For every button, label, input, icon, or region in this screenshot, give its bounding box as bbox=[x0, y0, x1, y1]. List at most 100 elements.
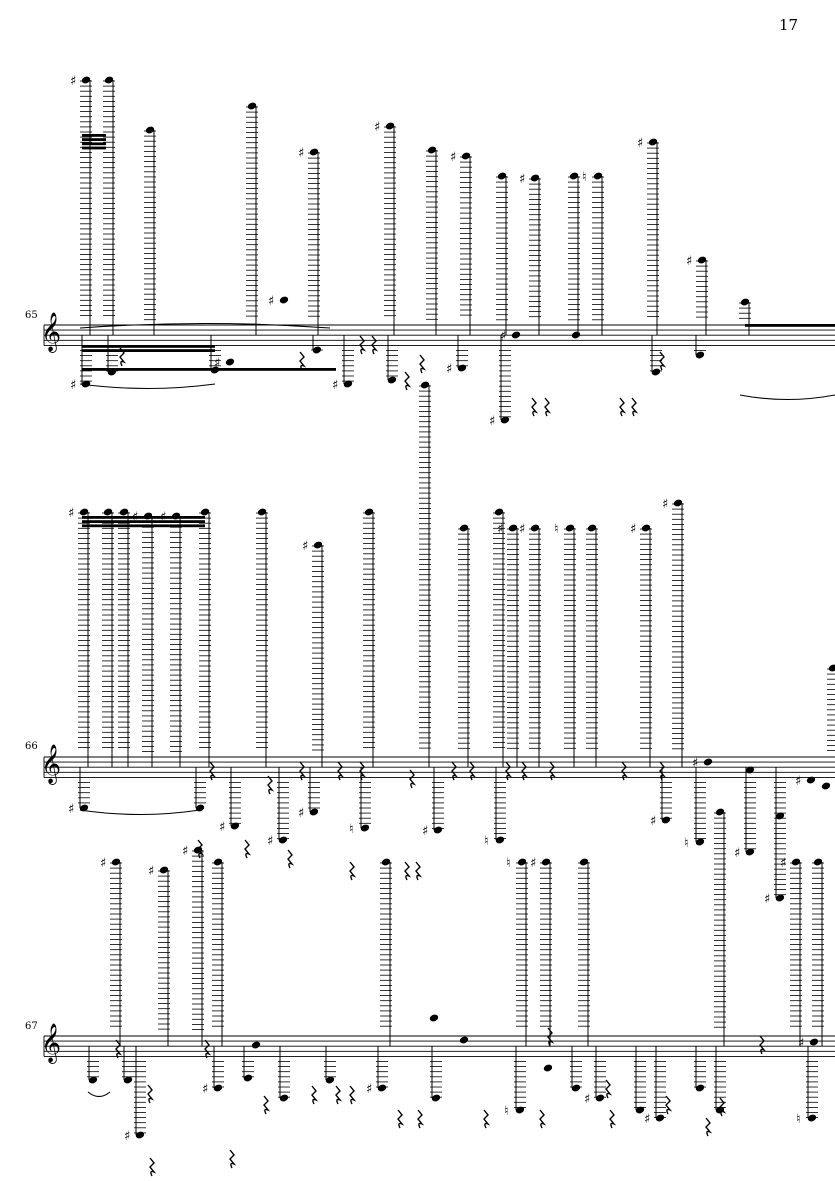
sharp-icon: ♯ bbox=[650, 814, 656, 829]
rest-icon bbox=[469, 761, 477, 781]
rest-icon bbox=[451, 761, 459, 781]
notehead bbox=[695, 1084, 705, 1092]
sharp-icon: ♯ bbox=[70, 378, 76, 393]
beam bbox=[82, 349, 215, 352]
staves bbox=[43, 324, 835, 1057]
notehead bbox=[745, 848, 755, 856]
ties bbox=[79, 322, 835, 1098]
notehead bbox=[494, 508, 504, 516]
sharp-icon: ♯ bbox=[268, 294, 274, 309]
rest-icon bbox=[619, 397, 627, 417]
sharp-icon: ♯ bbox=[500, 329, 506, 344]
notehead bbox=[145, 126, 155, 134]
rest-icon bbox=[544, 397, 552, 417]
sharp-icon: ♯ bbox=[519, 522, 525, 537]
noteheads bbox=[79, 76, 835, 1139]
sharp-icon: ♯ bbox=[692, 756, 698, 771]
notehead bbox=[135, 1131, 145, 1139]
rest-icon bbox=[197, 839, 205, 859]
notehead bbox=[715, 808, 725, 816]
notehead bbox=[195, 804, 205, 812]
rest-icon bbox=[419, 354, 427, 374]
notehead bbox=[571, 331, 581, 339]
sharp-icon: ♯ bbox=[795, 774, 801, 789]
natural-icon: ♮ bbox=[484, 834, 489, 849]
treble-clef-icon: 𝄞 bbox=[41, 1023, 61, 1064]
rest-icon bbox=[397, 1109, 405, 1129]
notehead bbox=[791, 858, 801, 866]
rests bbox=[115, 335, 767, 1177]
sharp-icon: ♯ bbox=[202, 1082, 208, 1097]
notehead bbox=[247, 102, 257, 110]
rest-icon bbox=[371, 335, 379, 355]
notehead bbox=[279, 1094, 289, 1102]
sharp-icon: ♯ bbox=[530, 856, 536, 871]
notehead bbox=[79, 508, 89, 516]
sharp-icon: ♯ bbox=[374, 120, 380, 135]
rest-icon bbox=[549, 761, 557, 781]
notehead bbox=[309, 148, 319, 156]
treble-clef-icon: 𝄞 bbox=[41, 312, 61, 353]
notehead bbox=[343, 380, 353, 388]
sharp-icon: ♯ bbox=[298, 806, 304, 821]
natural-icon: ♮ bbox=[796, 1112, 801, 1127]
sharp-icon: ♯ bbox=[132, 510, 138, 525]
sharp-icon: ♯ bbox=[160, 510, 166, 525]
notehead bbox=[587, 524, 597, 532]
rest-icon bbox=[719, 1097, 727, 1117]
notehead bbox=[515, 1106, 525, 1114]
beam bbox=[82, 134, 106, 137]
accidentals: ♯♯♯♯♯♮♯♯♯♯♯♯♯♯♯♯♯♯♯♯♯♮♯♯♯♯♯♯♮♯♮♯♮♯♯♯♯♯♯♯… bbox=[68, 74, 804, 1144]
notehead bbox=[635, 1106, 645, 1114]
notehead bbox=[661, 816, 671, 824]
notehead bbox=[213, 858, 223, 866]
sharp-icon: ♯ bbox=[422, 824, 428, 839]
sharp-icon: ♯ bbox=[302, 539, 308, 554]
sharp-icon: ♯ bbox=[662, 497, 668, 512]
notehead bbox=[569, 172, 579, 180]
notehead bbox=[541, 858, 551, 866]
beam bbox=[82, 345, 215, 348]
beam bbox=[82, 516, 205, 519]
notehead bbox=[420, 381, 430, 389]
notehead bbox=[213, 1084, 223, 1092]
ledger-lines bbox=[78, 80, 835, 1134]
notehead bbox=[695, 351, 705, 359]
notehead bbox=[431, 1094, 441, 1102]
rest-icon bbox=[311, 1085, 319, 1105]
sharp-icon: ♯ bbox=[584, 1092, 590, 1107]
beams bbox=[82, 134, 835, 528]
notehead bbox=[427, 146, 437, 154]
sharp-icon: ♯ bbox=[182, 844, 188, 859]
notehead bbox=[807, 1114, 817, 1122]
rest-icon bbox=[631, 397, 639, 417]
notehead bbox=[81, 76, 91, 84]
beam bbox=[82, 368, 336, 371]
rest-icon bbox=[409, 769, 417, 789]
notehead bbox=[159, 866, 169, 874]
notehead bbox=[517, 858, 527, 866]
notehead bbox=[387, 376, 397, 384]
beam bbox=[82, 520, 205, 523]
sharp-icon: ♯ bbox=[124, 1129, 130, 1144]
notehead bbox=[695, 838, 705, 846]
rest-icon bbox=[659, 351, 667, 371]
sharp-icon: ♯ bbox=[637, 136, 643, 151]
rest-icon bbox=[609, 1109, 617, 1129]
sharp-icon: ♯ bbox=[450, 150, 456, 165]
rest-icon bbox=[759, 1035, 767, 1055]
rest-icon bbox=[119, 347, 127, 367]
natural-icon: ♮ bbox=[504, 1104, 509, 1119]
notehead bbox=[381, 858, 391, 866]
rest-icon bbox=[417, 1109, 425, 1129]
notehead bbox=[813, 858, 823, 866]
rest-icon bbox=[359, 335, 367, 355]
sharp-icon: ♯ bbox=[68, 506, 74, 521]
sharp-icon: ♯ bbox=[70, 74, 76, 89]
notehead bbox=[579, 858, 589, 866]
notehead bbox=[648, 138, 658, 146]
notehead bbox=[497, 172, 507, 180]
notehead bbox=[543, 1064, 553, 1072]
notehead bbox=[225, 358, 235, 366]
